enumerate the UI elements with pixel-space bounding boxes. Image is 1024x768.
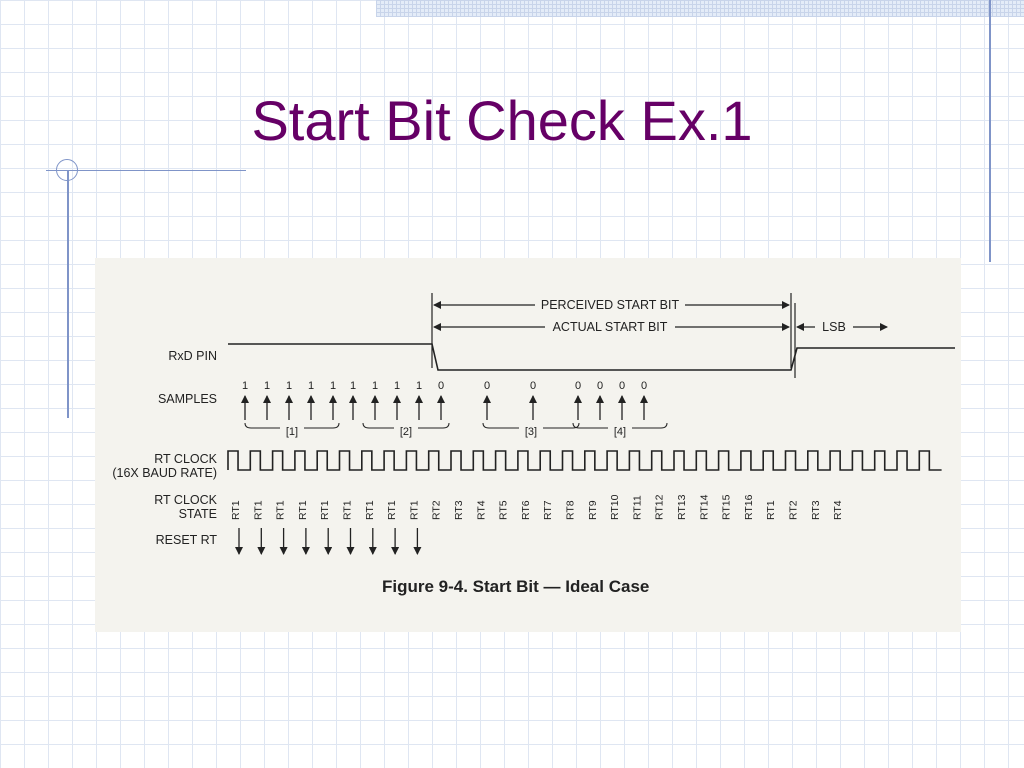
reset-rt-label: RESET RT xyxy=(156,533,218,547)
rt-state-9: RT1 xyxy=(408,500,420,520)
sample-value-8: 1 xyxy=(394,380,400,392)
rt-state-22: RT14 xyxy=(698,494,710,520)
brace-1 xyxy=(244,422,340,429)
rt-state-19: RT11 xyxy=(631,495,643,520)
rt-state-21: RT13 xyxy=(676,494,688,520)
left-accent-line xyxy=(67,170,69,418)
brace-3 xyxy=(482,422,580,429)
sample-value-3: 1 xyxy=(286,380,292,392)
rt-state-14: RT6 xyxy=(520,500,532,520)
sample-value-1: 1 xyxy=(242,380,248,392)
sample-value-10: 0 xyxy=(438,380,444,392)
rt-state-3: RT1 xyxy=(275,500,287,520)
sample-group-3: [3] xyxy=(525,426,537,438)
rt-clock-state-label-1: RT CLOCK xyxy=(154,493,217,507)
rt-clock-label: RT CLOCK xyxy=(154,452,217,466)
rt-state-11: RT3 xyxy=(453,500,465,520)
samples-label: SAMPLES xyxy=(158,392,217,406)
rt-state-28: RT4 xyxy=(832,500,844,520)
rt-state-12: RT4 xyxy=(475,500,487,520)
rt-state-27: RT3 xyxy=(810,500,822,520)
sample-value-6: 1 xyxy=(350,380,356,392)
actual-start-bit-label: ACTUAL START BIT xyxy=(553,320,668,334)
rt-state-7: RT1 xyxy=(364,500,376,520)
title-underline xyxy=(46,170,246,171)
lsb-label: LSB xyxy=(822,320,846,334)
rt-state-13: RT5 xyxy=(498,500,510,520)
figure-caption: Figure 9-4. Start Bit — Ideal Case xyxy=(382,577,649,596)
top-decor-band xyxy=(376,0,1024,17)
sample-value-12: 0 xyxy=(530,380,536,392)
rt-state-26: RT2 xyxy=(788,500,800,520)
rt-state-2: RT1 xyxy=(252,500,264,520)
right-accent-line xyxy=(989,0,991,262)
rt-state-8: RT1 xyxy=(386,500,398,520)
sample-value-5: 1 xyxy=(330,380,336,392)
sample-group-1: [1] xyxy=(286,426,298,438)
rt-state-24: RT16 xyxy=(743,494,755,520)
rt-state-20: RT12 xyxy=(654,494,666,520)
rt-state-4: RT1 xyxy=(297,500,309,520)
rt-state-1: RT1 xyxy=(230,500,242,520)
rxd-waveform xyxy=(228,343,955,371)
sample-value-7: 1 xyxy=(372,380,378,392)
rt-state-17: RT9 xyxy=(587,500,599,520)
sample-value-4: 1 xyxy=(308,380,314,392)
reset-rt-arrows xyxy=(235,528,422,555)
sample-group-4: [4] xyxy=(614,426,626,438)
sample-value-11: 0 xyxy=(484,380,490,392)
sample-value-2: 1 xyxy=(264,380,270,392)
sample-value-13: 0 xyxy=(575,380,581,392)
rt-clock-state-label-2: STATE xyxy=(179,507,217,521)
rt-state-18: RT10 xyxy=(609,494,621,520)
figure-image: PERCEIVED START BIT ACTUAL START BIT LSB… xyxy=(95,258,961,632)
rt-state-15: RT7 xyxy=(542,500,554,520)
sample-markers: 1 1 1 1 1 1 1 1 1 0 0 0 0 0 0 0 xyxy=(241,380,648,420)
rt-state-5: RT1 xyxy=(319,500,331,520)
perceived-start-bit-label: PERCEIVED START BIT xyxy=(541,298,680,312)
baud-rate-label: (16X BAUD RATE) xyxy=(112,466,217,480)
sample-group-2: [2] xyxy=(400,426,412,438)
rxd-pin-label: RxD PIN xyxy=(168,349,217,363)
rt-state-25: RT1 xyxy=(765,500,777,520)
brace-2 xyxy=(362,422,450,429)
sample-value-9: 1 xyxy=(416,380,422,392)
rt-clock-waveform xyxy=(227,450,942,471)
sample-value-16: 0 xyxy=(641,380,647,392)
slide-title: Start Bit Check Ex.1 xyxy=(251,89,753,152)
sample-value-14: 0 xyxy=(597,380,603,392)
rt-state-6: RT1 xyxy=(342,500,354,520)
brace-4 xyxy=(572,422,668,429)
rt-clock-wave xyxy=(227,450,942,471)
rt-state-16: RT8 xyxy=(565,500,577,520)
decor-circle xyxy=(56,159,78,181)
rt-state-10: RT2 xyxy=(431,500,443,520)
sample-value-15: 0 xyxy=(619,380,625,392)
rt-state-labels: RT1 RT1 RT1 RT1 RT1 RT1 RT1 RT1 RT1 RT2 RT3 RT4 RT5 R… xyxy=(230,494,844,520)
rt-state-23: RT15 xyxy=(721,494,733,520)
timing-diagram: PERCEIVED START BIT ACTUAL START BIT LSB… xyxy=(112,293,955,596)
